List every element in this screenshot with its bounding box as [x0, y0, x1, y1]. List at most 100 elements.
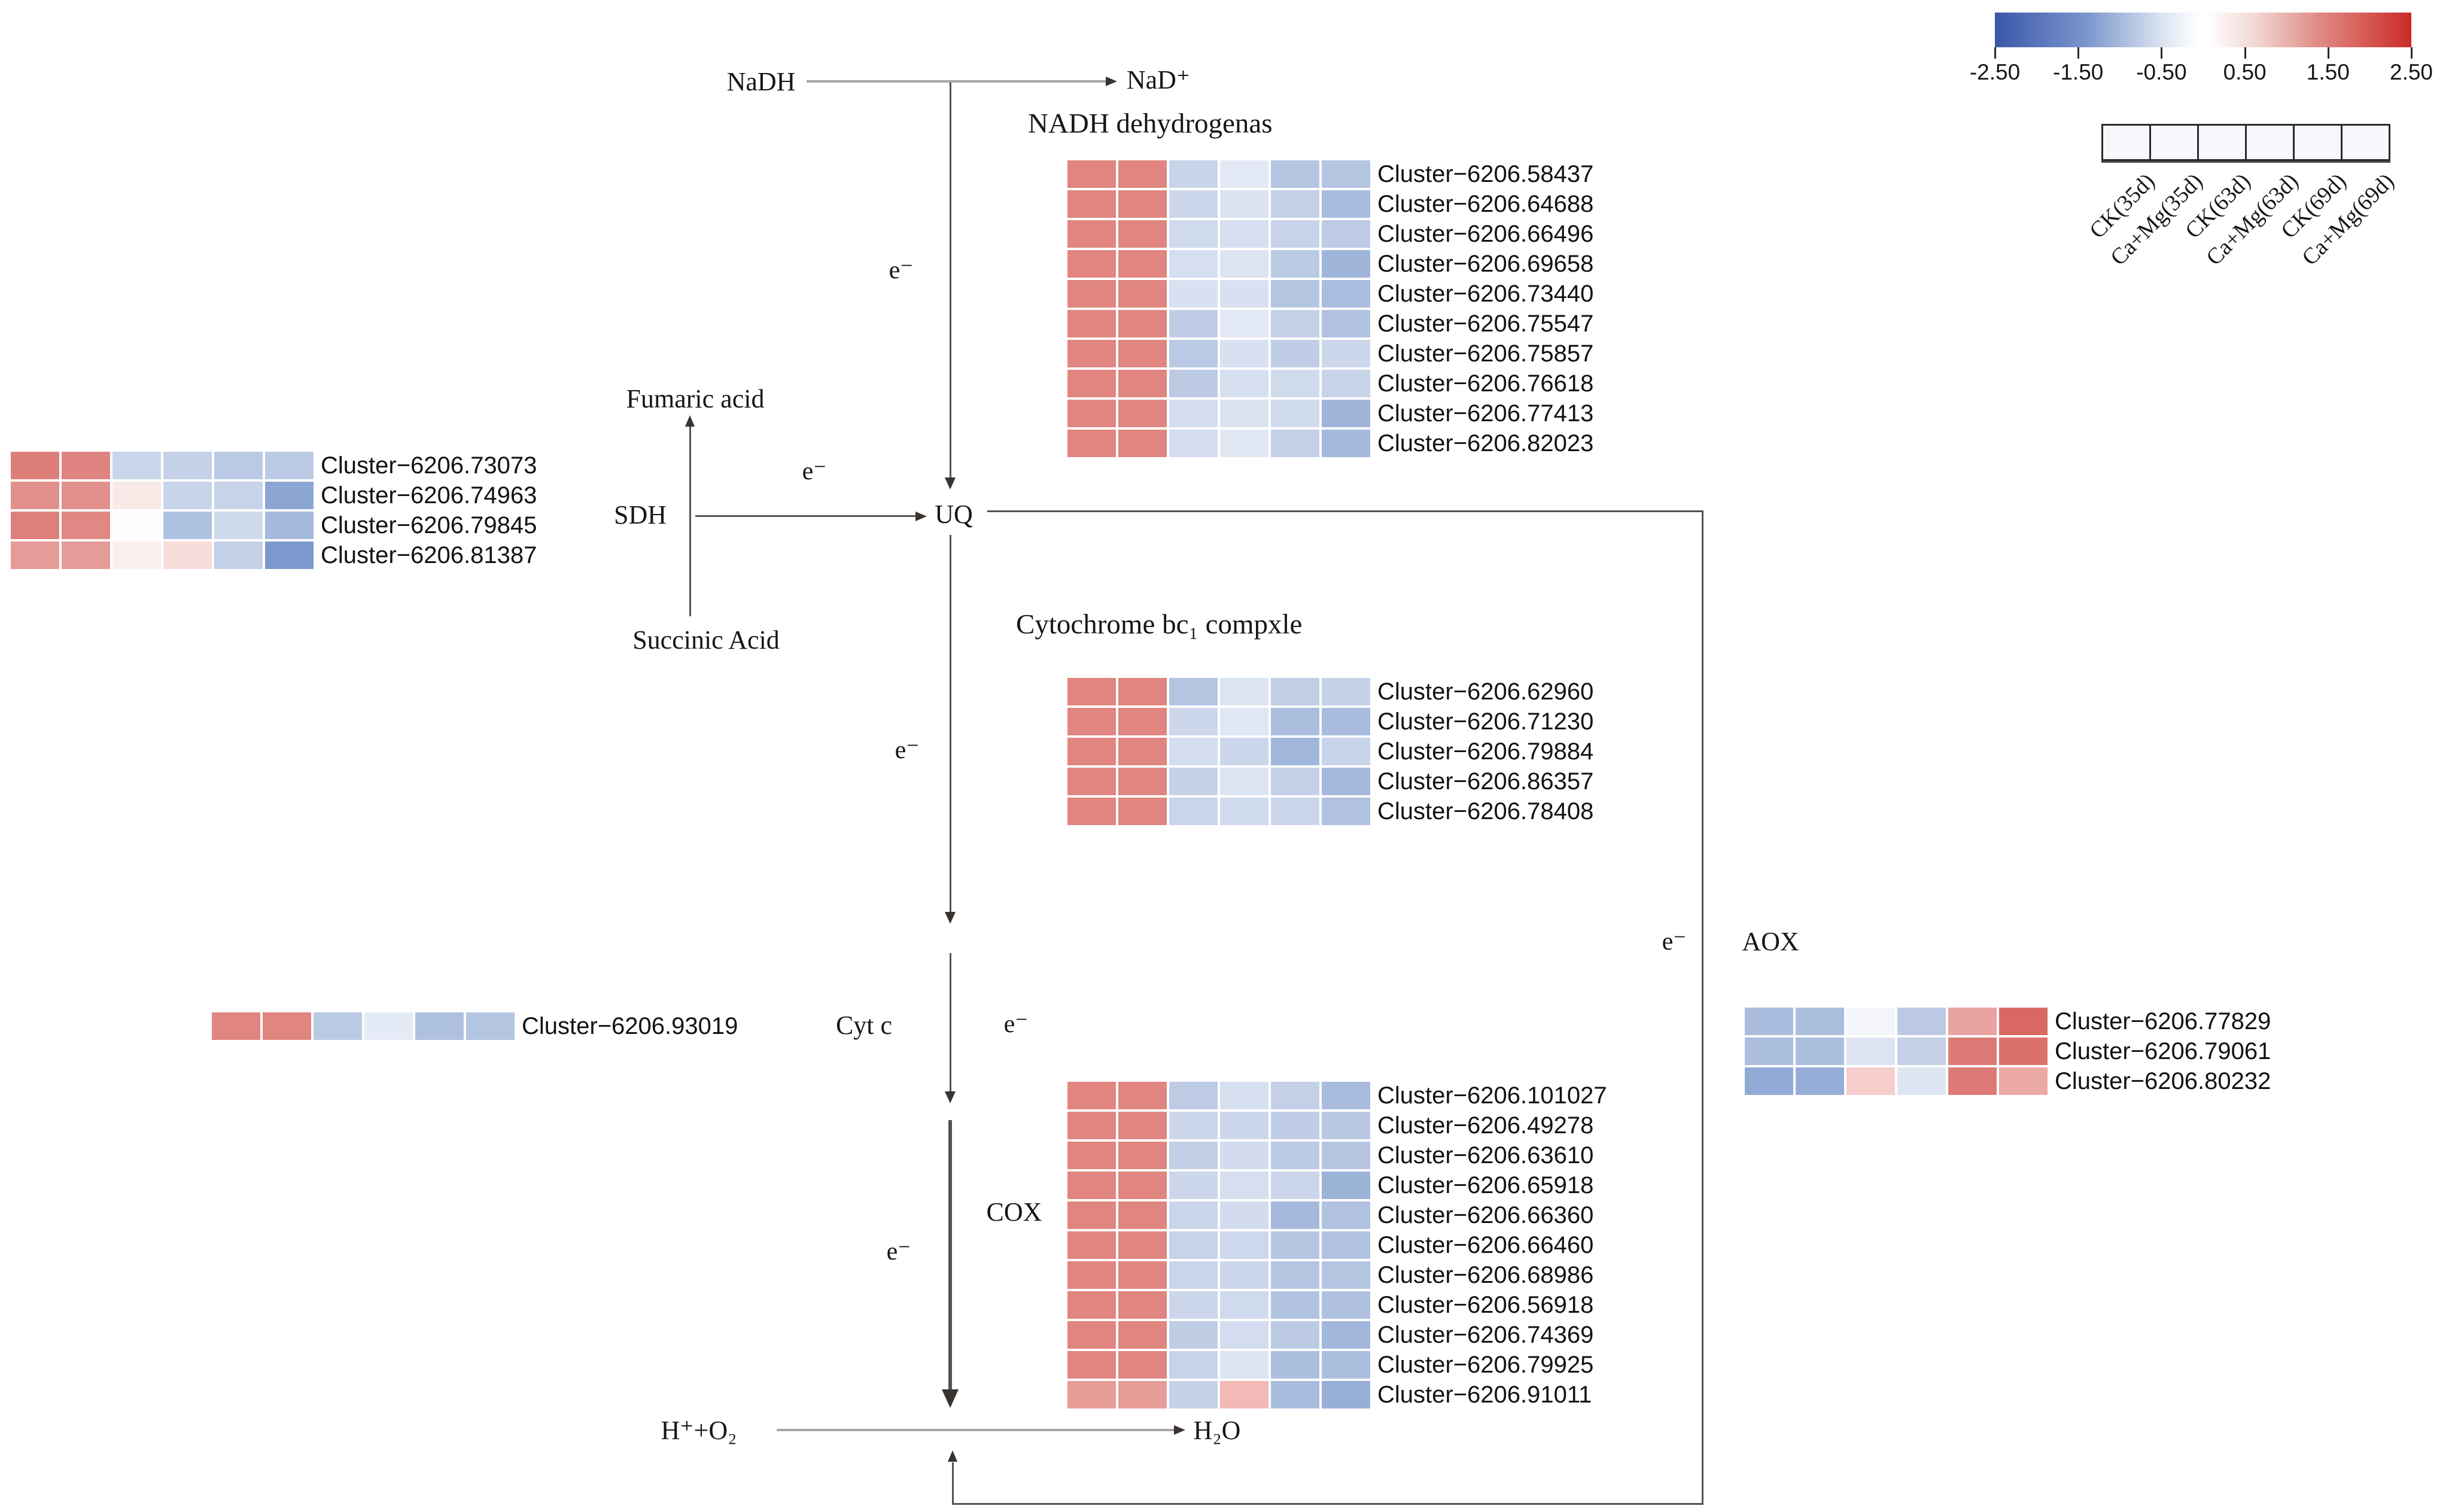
- heatmap-cell: [1169, 430, 1218, 457]
- heatmap-cell: [1118, 340, 1167, 367]
- cluster-label: Cluster−6206.68986: [1377, 1261, 1594, 1288]
- heatmap-cell: [265, 482, 314, 509]
- heatmap-cell: [112, 512, 161, 539]
- label-succinic-acid: Succinic Acid: [632, 625, 780, 655]
- heatmap-cytochrome-bc1: [1067, 678, 1370, 825]
- heatmap-cell: [1271, 768, 1319, 795]
- cluster-label: Cluster−6206.73073: [321, 452, 537, 479]
- cluster-label: Cluster−6206.86357: [1377, 768, 1594, 795]
- heatmap-cell: [1220, 1112, 1268, 1139]
- heatmap-cell: [1271, 678, 1319, 705]
- heatmap-cell: [1271, 1291, 1319, 1319]
- heatmap-cell: [1118, 280, 1167, 308]
- heatmap-cell: [1169, 1261, 1218, 1289]
- heatmap-cell: [1322, 220, 1370, 248]
- heatmap-cell: [1271, 738, 1319, 765]
- label-aox: AOX: [1742, 927, 1799, 956]
- cluster-label: Cluster−6206.77829: [2055, 1008, 2271, 1035]
- legend-tick-label: 0.50: [2223, 60, 2267, 84]
- heatmap-cell: [1169, 220, 1218, 248]
- heatmap-cell: [112, 452, 161, 479]
- heatmap-cell: [1271, 340, 1319, 367]
- heatmap-cell: [1999, 1038, 2048, 1065]
- heatmap-cell: [1067, 768, 1116, 795]
- heatmap-cell: [1220, 160, 1268, 188]
- heatmap-cell: [1169, 1231, 1218, 1259]
- legend-tick-label: -0.50: [2136, 60, 2187, 84]
- heatmap-cell: [1220, 708, 1268, 735]
- heatmap-cell: [1067, 678, 1116, 705]
- line-aox-bypass-return: [952, 1462, 954, 1503]
- heatmap-cell: [1067, 1172, 1116, 1199]
- legend-colorbar: [1995, 13, 2411, 47]
- heatmap-cell: [1322, 1321, 1370, 1349]
- heatmap-cell: [112, 482, 161, 509]
- cluster-label: Cluster−6206.79845: [321, 512, 537, 539]
- heatmap-cell: [1271, 310, 1319, 337]
- heatmap-cell: [1322, 1082, 1370, 1109]
- heatmap-cell: [415, 1012, 464, 1040]
- heatmap-cell: [1067, 1201, 1116, 1229]
- heatmap-cell: [11, 452, 59, 479]
- heatmap-cell: [1169, 1291, 1218, 1319]
- line-complex1-to-uq: [950, 83, 951, 477]
- cluster-label: Cluster−6206.65918: [1377, 1172, 1594, 1198]
- cluster-label: Cluster−6206.77413: [1377, 400, 1594, 427]
- heatmap-cell: [1118, 400, 1167, 427]
- heatmap-cell: [11, 482, 59, 509]
- heatmap-cell: [1220, 1082, 1268, 1109]
- heatmap-cell: [1999, 1008, 2048, 1035]
- heatmap-cell: [1220, 190, 1268, 218]
- label-sdh: SDH: [613, 500, 667, 530]
- heatmap-cell: [1948, 1038, 1997, 1065]
- heatmap-cell: [1118, 1381, 1167, 1408]
- heatmap-cell: [263, 1012, 311, 1040]
- heatmap-cell: [1796, 1038, 1844, 1065]
- cluster-label: Cluster−6206.80232: [2055, 1067, 2271, 1094]
- heatmap-cell: [1067, 250, 1116, 278]
- legend-tick-label: 1.50: [2306, 60, 2350, 84]
- heatmap-cell: [1067, 1351, 1116, 1379]
- heatmap-cell: [1067, 160, 1116, 188]
- heatmap-cell: [1220, 400, 1268, 427]
- heatmap-cell: [1169, 768, 1218, 795]
- heatmap-cell: [1271, 1142, 1319, 1169]
- label-electron-3: e⁻: [895, 737, 920, 764]
- heatmap-cell: [1322, 400, 1370, 427]
- heatmap-cell: [1169, 310, 1218, 337]
- heatmap-cell: [1948, 1008, 1997, 1035]
- heatmap-cell: [1220, 1351, 1268, 1379]
- cluster-label: Cluster−6206.75857: [1377, 340, 1594, 367]
- heatmap-cell: [1067, 1291, 1116, 1319]
- arrow-nadh-to-nad: [807, 80, 1114, 83]
- heatmap-cell: [1118, 160, 1167, 188]
- cluster-label: Cluster−6206.69658: [1377, 250, 1594, 277]
- heatmap-cell: [1067, 310, 1116, 337]
- heatmap-cell: [1745, 1008, 1793, 1035]
- heatmap-cell: [1067, 1142, 1116, 1169]
- cluster-label: Cluster−6206.56918: [1377, 1291, 1594, 1318]
- label-h-plus-o2: H⁺+O₂: [661, 1416, 737, 1445]
- heatmap-cell: [1322, 768, 1370, 795]
- cluster-label: Cluster−6206.75547: [1377, 310, 1594, 337]
- heatmap-cell: [1169, 1112, 1218, 1139]
- heatmap-cell: [1118, 220, 1167, 248]
- heatmap-cell: [1118, 1291, 1167, 1319]
- cluster-label: Cluster−6206.71230: [1377, 708, 1594, 735]
- heatmap-cell: [1118, 1261, 1167, 1289]
- heatmap-cell: [1220, 1321, 1268, 1349]
- heatmap-cell: [1067, 1082, 1116, 1109]
- heatmap-cell: [1169, 250, 1218, 278]
- heatmap-cell: [1118, 798, 1167, 825]
- heatmap-cell: [1118, 190, 1167, 218]
- heatmap-cell: [1220, 340, 1268, 367]
- heatmap-cell: [1271, 250, 1319, 278]
- cluster-label: Cluster−6206.74963: [321, 482, 537, 509]
- label-fumaric-acid: Fumaric acid: [626, 384, 765, 413]
- line-succinic-to-fumaric: [689, 426, 691, 616]
- heatmap-cell: [1271, 1231, 1319, 1259]
- heatmap-cell: [265, 541, 314, 569]
- heatmap-cell: [1322, 1261, 1370, 1289]
